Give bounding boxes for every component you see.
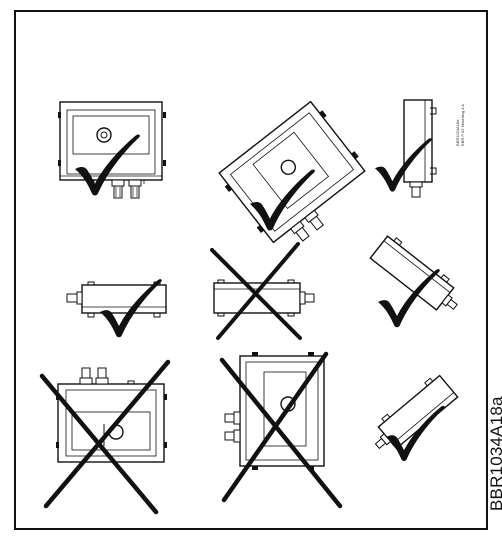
orientation-lying-glands-left — [66, 279, 167, 338]
orientation-front-upright — [58, 101, 166, 199]
orientation-side-view-tilted — [369, 235, 458, 328]
orientation-side-view-upright — [375, 99, 437, 198]
cable-gland-icon — [111, 179, 142, 199]
side-label-line-2: EBR P 02 Mounting 4 A — [460, 104, 465, 146]
orientation-front-glands-left — [219, 351, 343, 509]
cross-mark-icon — [219, 351, 343, 509]
orientation-front-upside-down — [39, 359, 171, 515]
orientation-lying-glands-right — [210, 242, 315, 340]
orientation-tilted-glands-down-left — [218, 100, 366, 244]
cross-mark-icon — [39, 359, 171, 515]
figure-frame — [14, 10, 488, 530]
cable-gland-icon — [79, 367, 109, 385]
orientation-side-view-tilted-glands-down — [374, 374, 459, 461]
figure-code: BBR1034A18a — [487, 396, 502, 511]
cable-gland-icon — [224, 411, 241, 443]
cross-mark-icon — [210, 242, 302, 340]
side-view-small-label: BBR1034A18a EBR P 02 Mounting 4 A — [455, 104, 465, 146]
